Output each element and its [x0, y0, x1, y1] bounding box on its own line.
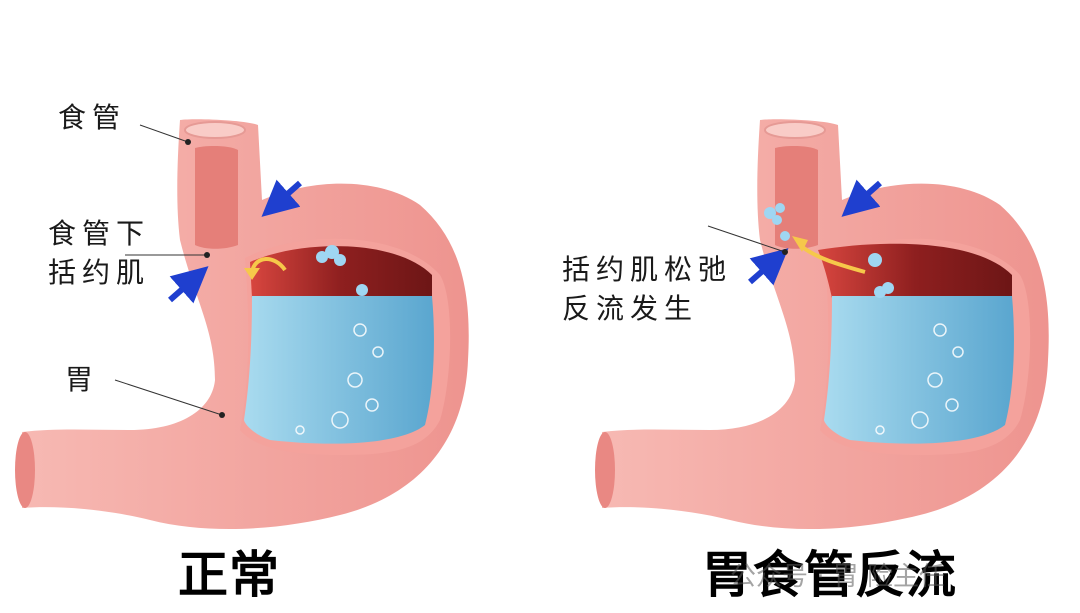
reflux-droplets [764, 203, 894, 298]
esophagus-opening [184, 121, 246, 139]
label-stomach: 胃 [65, 363, 100, 396]
label-esophagus: 食管 [58, 101, 127, 134]
title-normal: 正常 [178, 546, 280, 604]
leader-lines [114, 124, 223, 416]
esophagus-lumen [195, 145, 238, 249]
closing-arrow-head [244, 268, 260, 280]
leader-lines [707, 225, 786, 253]
gastric-gas [818, 243, 1012, 298]
duodenum-opening [15, 432, 35, 508]
label-les-line1: 食管下 [48, 217, 151, 250]
reflux-arrow [798, 243, 866, 274]
acid-bubbles [875, 323, 964, 435]
esophagus-lumen [775, 145, 818, 249]
sphincter-pressure-arrows [748, 179, 882, 286]
gastric-gas [250, 246, 432, 298]
title-reflux: 胃食管反流 [702, 546, 957, 604]
stomach-normal [15, 119, 469, 530]
gastric-acid [244, 296, 434, 444]
esophagus-opening [764, 121, 826, 139]
acid-bubbles [295, 323, 384, 435]
reflux-arrow-head [792, 236, 808, 252]
label-sphincter-relax: 括约肌松弛 [562, 253, 733, 286]
duodenum-opening [595, 432, 615, 508]
leader-dots [185, 139, 225, 418]
sphincter-pressure-arrows [168, 179, 302, 304]
label-les-line2: 括约肌 [48, 256, 151, 289]
watermark: 公众号 · 胃 险主任 [730, 562, 946, 592]
stomach-reflux [595, 119, 1049, 530]
gas-droplets [316, 245, 368, 296]
gastric-acid [824, 296, 1014, 444]
leader-dot [782, 249, 788, 255]
label-reflux-occurs: 反流发生 [562, 292, 699, 325]
